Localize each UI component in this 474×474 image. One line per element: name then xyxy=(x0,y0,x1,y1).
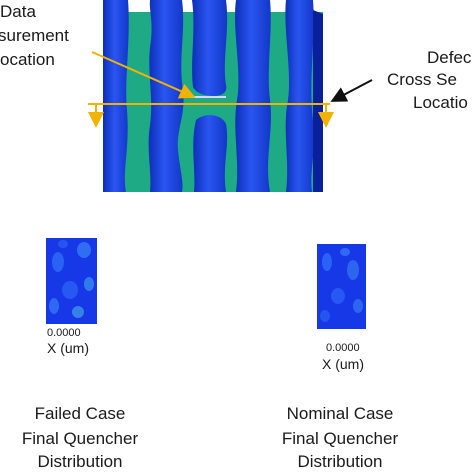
resist-line-1 xyxy=(103,0,129,192)
nominal-axis-tick: 0.0000 xyxy=(326,342,360,354)
nominal-caption-line-3: Distribution xyxy=(297,452,383,471)
defect-location-pointer xyxy=(330,79,373,102)
resist-line-5 xyxy=(285,0,315,192)
defect-location-label-line-1: Defec xyxy=(427,48,472,67)
defect-location-label-line-2: Cross Se xyxy=(387,70,457,89)
nominal-distribution-heatmap xyxy=(317,244,366,329)
failed-caption-line-1: Failed Case xyxy=(34,404,126,423)
resist-line-3-top xyxy=(192,0,228,96)
resist-line-3-bottom xyxy=(193,115,228,192)
defect-location-label-line-3: Locatio xyxy=(413,93,468,112)
failed-axis-label: X (um) xyxy=(47,340,89,356)
data-location-label-line-2: surement xyxy=(0,26,69,45)
resist-line-edge xyxy=(313,10,323,192)
failed-caption-line-3: Distribution xyxy=(37,452,123,471)
data-location-label-line-1: Data xyxy=(0,2,36,21)
nominal-axis-label: X (um) xyxy=(322,356,364,372)
nominal-caption-line-2: Final Quencher xyxy=(281,429,399,448)
failed-caption-line-2: Final Quencher xyxy=(21,429,139,448)
resist-line-4 xyxy=(235,0,271,192)
nominal-caption-line-1: Nominal Case xyxy=(286,404,394,423)
failed-axis-tick: 0.0000 xyxy=(47,327,81,339)
resist-line-2 xyxy=(148,0,184,192)
data-location-label-line-3: ocation xyxy=(0,50,55,69)
failed-distribution-heatmap xyxy=(46,238,97,324)
data-location-pointer xyxy=(91,51,196,99)
